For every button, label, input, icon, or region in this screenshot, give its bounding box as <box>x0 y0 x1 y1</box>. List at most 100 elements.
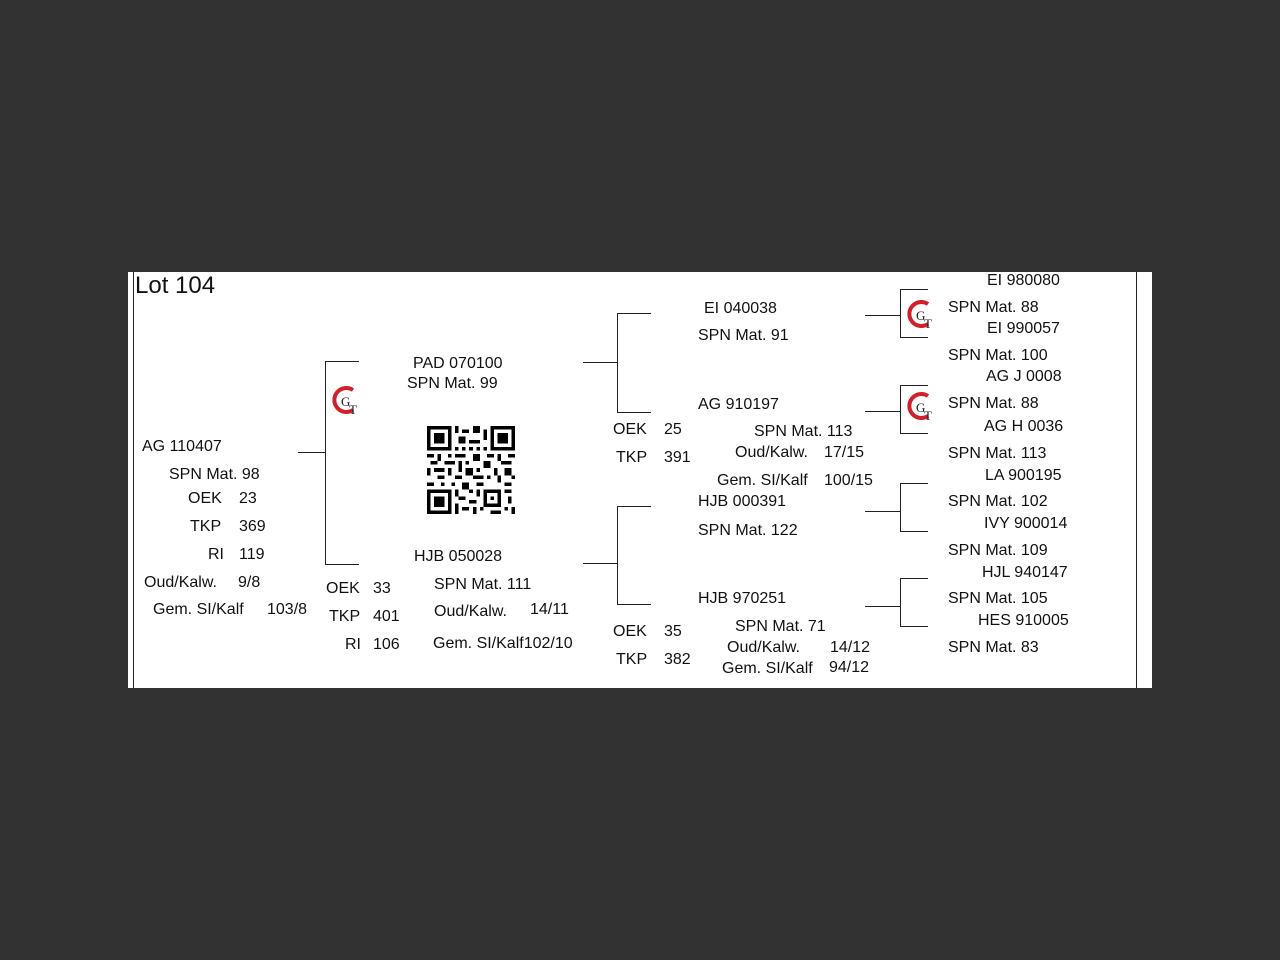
connector-line <box>900 337 928 338</box>
gen3-id: EI 990057 <box>987 320 1060 337</box>
connector-line <box>583 362 617 363</box>
connector-line <box>298 452 325 453</box>
dam-oud-label: Oud/Kalw. <box>434 603 507 620</box>
sire-sire-spn: SPN Mat. 91 <box>698 327 789 344</box>
gt-logo-icon: G T <box>907 392 932 423</box>
sheet-right-border <box>1136 272 1137 688</box>
gen3-spn: SPN Mat. 109 <box>948 542 1048 559</box>
connector-line <box>900 483 928 484</box>
gen3-spn: SPN Mat. 88 <box>948 299 1039 316</box>
animal-ri-value: 119 <box>239 546 265 563</box>
dam-dam-oek-label: OEK <box>613 623 647 640</box>
animal-tkp-value: 369 <box>239 518 266 535</box>
connector-line <box>617 506 618 604</box>
dam-dam-oek-value: 35 <box>664 623 682 640</box>
gt-logo-icon: G T <box>907 300 932 331</box>
animal-oek-label: OEK <box>188 490 222 507</box>
dam-spn: SPN Mat. 111 <box>434 576 532 593</box>
connector-line <box>617 412 651 413</box>
dam-dam-oud-value: 14/12 <box>830 639 871 656</box>
sire-dam-tkp-label: TKP <box>616 449 648 466</box>
sire-dam-id: AG 910197 <box>698 396 779 413</box>
dam-dam-gem-value: 94/12 <box>829 659 870 676</box>
svg-text:G: G <box>916 400 925 415</box>
gt-logo-icon: G T <box>332 386 357 417</box>
dam-oud-value: 14/11 <box>530 601 569 618</box>
connector-line <box>865 411 900 412</box>
sire-dam-gem-label: Gem. SI/Kalf <box>717 472 808 489</box>
svg-text:G: G <box>916 308 925 323</box>
sire-spn: SPN Mat. 99 <box>407 375 498 392</box>
qr-code <box>427 426 515 514</box>
animal-spn: SPN Mat. 98 <box>169 466 260 483</box>
animal-ri-label: RI <box>208 546 224 563</box>
gen3-id: AG H 0036 <box>984 418 1064 435</box>
connector-line <box>865 511 900 512</box>
dam-gem: Gem. SI/Kalf102/10 <box>433 635 573 652</box>
connector-line <box>865 315 900 316</box>
connector-line <box>325 564 359 565</box>
connector-line <box>900 289 928 290</box>
lot-title: Lot 104 <box>135 272 216 299</box>
sire-dam-oud-label: Oud/Kalw. <box>735 444 808 461</box>
sire-id: PAD 070100 <box>413 355 503 372</box>
dam-ri-value: 106 <box>373 636 400 653</box>
dam-dam-oud-label: Oud/Kalw. <box>727 639 800 656</box>
connector-line <box>617 506 651 507</box>
connector-line <box>900 578 928 579</box>
animal-gem-label: Gem. SI/Kalf <box>153 601 244 618</box>
sire-sire-id: EI 040038 <box>704 300 777 317</box>
gen3-id: HES 910005 <box>978 612 1069 629</box>
dam-id: HJB 050028 <box>414 548 503 565</box>
connector-line <box>617 313 651 314</box>
pedigree-sheet: Lot 104 AG 110407 SPN Mat. 98 OEK 23 TKP… <box>128 272 1152 688</box>
sire-dam-gem-value: 100/15 <box>824 472 873 489</box>
animal-id: AG 110407 <box>142 438 222 455</box>
connector-line <box>900 433 928 434</box>
animal-tkp-label: TKP <box>190 518 222 535</box>
svg-text:T: T <box>349 402 357 417</box>
dam-sire-spn: SPN Mat. 122 <box>698 522 798 539</box>
svg-text:T: T <box>924 316 932 331</box>
dam-dam-id: HJB 970251 <box>698 590 787 607</box>
gen3-spn: SPN Mat. 105 <box>948 590 1048 607</box>
dam-dam-tkp-label: TKP <box>616 651 648 668</box>
sire-dam-oek-value: 25 <box>664 421 682 438</box>
dam-oek-value: 33 <box>373 580 391 597</box>
connector-line <box>900 385 901 433</box>
connector-line <box>583 563 617 564</box>
dam-ri-label: RI <box>345 636 361 653</box>
gen3-id: EI 980080 <box>987 272 1060 289</box>
connector-line <box>325 361 326 564</box>
connector-line <box>865 606 900 607</box>
sheet-left-border <box>133 272 134 688</box>
gen3-id: LA 900195 <box>985 467 1062 484</box>
connector-line <box>900 385 928 386</box>
connector-line <box>900 578 901 626</box>
dam-tkp-value: 401 <box>373 608 400 625</box>
connector-line <box>617 313 618 412</box>
svg-text:T: T <box>924 408 932 423</box>
animal-oud-label: Oud/Kalw. <box>144 574 217 591</box>
gen3-spn: SPN Mat. 113 <box>948 445 1047 462</box>
connector-line <box>900 531 928 532</box>
animal-oek-value: 23 <box>239 490 257 507</box>
gen3-spn: SPN Mat. 102 <box>948 493 1048 510</box>
gen3-spn: SPN Mat. 88 <box>948 395 1039 412</box>
dam-dam-gem-label: Gem. SI/Kalf <box>722 660 813 677</box>
sire-dam-oek-label: OEK <box>613 421 647 438</box>
animal-gem-value: 103/8 <box>267 601 308 618</box>
sire-dam-tkp-value: 391 <box>664 449 691 466</box>
connector-line <box>900 626 928 627</box>
connector-line <box>900 483 901 531</box>
dam-dam-spn: SPN Mat. 71 <box>735 618 826 635</box>
dam-oek-label: OEK <box>326 580 360 597</box>
svg-text:G: G <box>341 394 350 409</box>
gen3-spn: SPN Mat. 83 <box>948 639 1039 656</box>
dam-dam-tkp-value: 382 <box>664 651 691 668</box>
sire-dam-oud-value: 17/15 <box>824 444 865 461</box>
gen3-id: HJL 940147 <box>982 564 1068 581</box>
gen3-id: AG J 0008 <box>986 368 1062 385</box>
animal-oud-value: 9/8 <box>238 574 261 591</box>
gen3-spn: SPN Mat. 100 <box>948 347 1048 364</box>
